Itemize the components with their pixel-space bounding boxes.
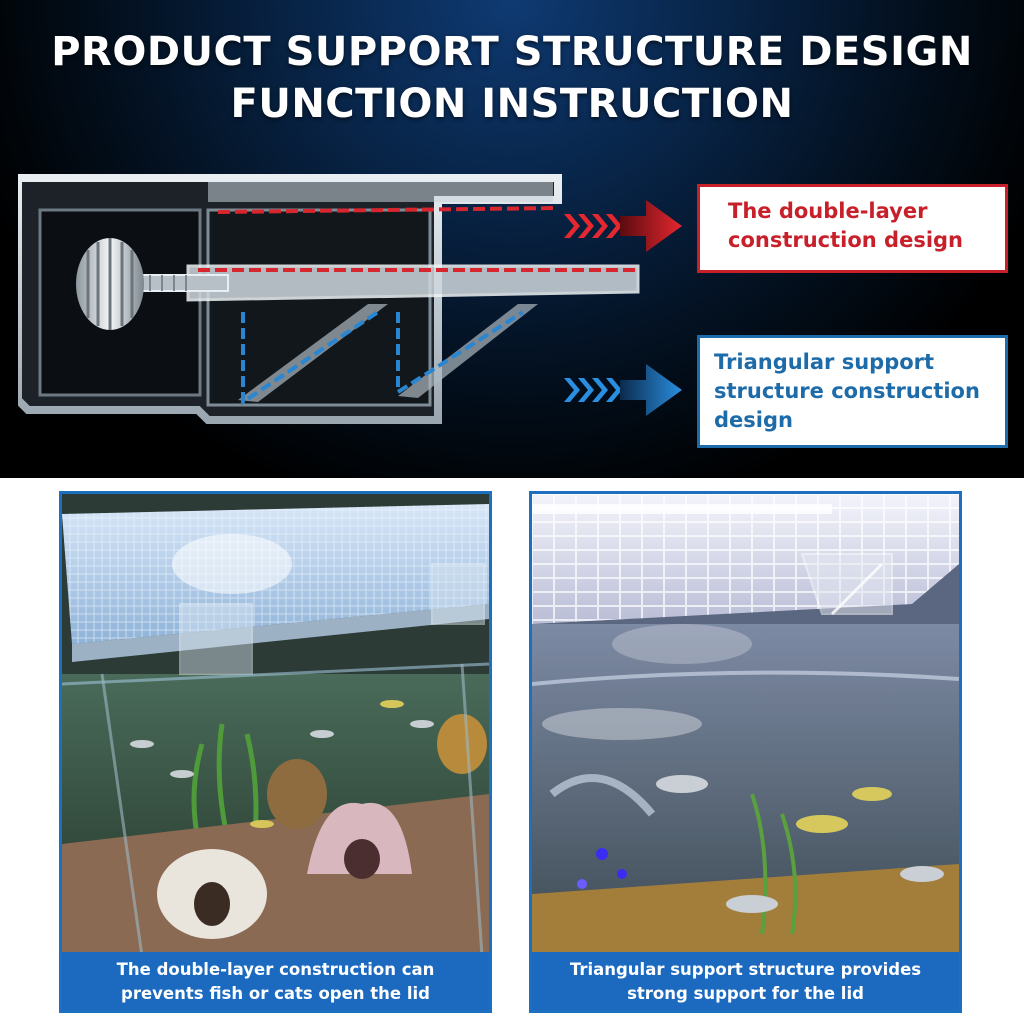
triangular-callout: Triangular support structure constructio… bbox=[697, 335, 1008, 448]
aquarium-support-illustration bbox=[532, 494, 959, 956]
page-title: PRODUCT SUPPORT STRUCTURE DESIGN FUNCTIO… bbox=[0, 26, 1024, 130]
left-caption-line-1: The double-layer construction can bbox=[116, 960, 435, 979]
triangular-callout-line-2: structure construction bbox=[714, 379, 980, 403]
red-arrow-icon bbox=[564, 200, 682, 252]
triangular-callout-line-3: design bbox=[714, 408, 793, 432]
right-photo-caption: Triangular support structure provides st… bbox=[532, 952, 959, 1010]
left-photo-caption: The double-layer construction can preven… bbox=[62, 952, 489, 1010]
right-aquarium-photo: Triangular support structure provides st… bbox=[529, 491, 962, 1013]
double-layer-callout-line-1: The double-layer bbox=[728, 199, 928, 223]
lid-clip-illustration bbox=[18, 174, 640, 424]
blue-arrow-icon bbox=[564, 364, 682, 416]
product-diagram-banner: PRODUCT SUPPORT STRUCTURE DESIGN FUNCTIO… bbox=[0, 0, 1024, 478]
right-caption-line-2: strong support for the lid bbox=[627, 984, 864, 1003]
double-layer-callout: The double-layer construction design bbox=[697, 184, 1008, 273]
title-line-1: PRODUCT SUPPORT STRUCTURE DESIGN bbox=[51, 29, 973, 75]
left-aquarium-photo: The double-layer construction can preven… bbox=[59, 491, 492, 1013]
triangular-callout-line-1: Triangular support bbox=[714, 350, 935, 374]
right-caption-line-1: Triangular support structure provides bbox=[569, 960, 922, 979]
double-layer-callout-line-2: construction design bbox=[728, 228, 963, 252]
aquarium-lid-illustration bbox=[62, 494, 489, 956]
left-caption-line-2: prevents fish or cats open the lid bbox=[121, 984, 430, 1003]
title-line-2: FUNCTION INSTRUCTION bbox=[230, 81, 794, 127]
